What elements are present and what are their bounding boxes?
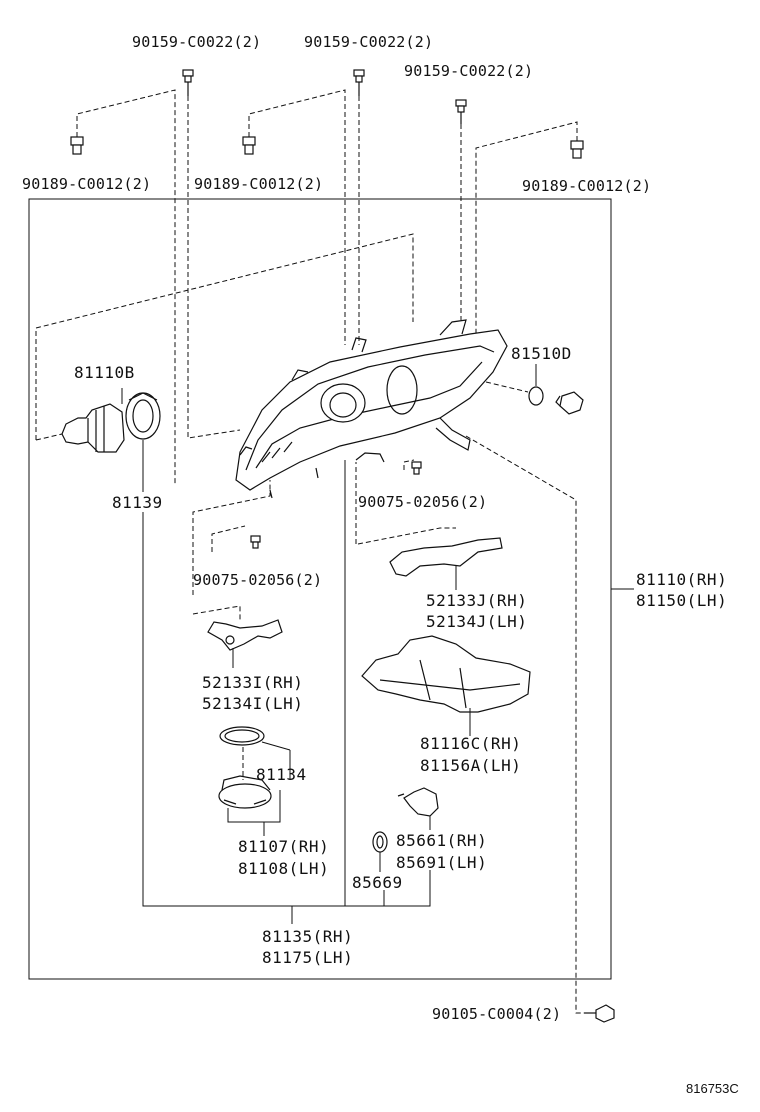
oring-85669-icon [372, 831, 388, 853]
gasket-81134-icon [219, 726, 265, 746]
clip-90189-b-icon [242, 136, 256, 155]
label-bracket-left-rh: 52133I(RH) [202, 673, 303, 692]
label-housing-lh: 81156A(LH) [420, 756, 521, 775]
bulb-socket-icon [125, 392, 161, 440]
headlamp-bulb-icon [61, 403, 125, 453]
label-cover-lh: 81108(LH) [238, 859, 329, 878]
screw-90075-right-icon [411, 461, 422, 475]
housing-81116c-icon [361, 635, 531, 713]
label-bolt-top-b: 90159-C0022(2) [304, 33, 433, 51]
leveling-motor-icon [397, 787, 439, 817]
label-bolt-top-c: 90159-C0022(2) [404, 62, 533, 80]
label-bolt-top-a: 90159-C0022(2) [132, 33, 261, 51]
bolt-90159-c-icon [455, 99, 467, 124]
label-housing-rh: 81116C(RH) [420, 734, 521, 753]
label-clip-c: 90189-C0012(2) [522, 177, 651, 195]
label-bottom-screw: 90105-C0004(2) [432, 1005, 561, 1023]
bracket-52133j-icon [389, 537, 503, 577]
label-bracket-left-lh: 52134I(LH) [202, 694, 303, 713]
label-unit-lh: 81175(LH) [262, 948, 353, 967]
clip-90189-c-icon [570, 140, 584, 159]
label-unit-rh: 81135(RH) [262, 927, 353, 946]
screw-90105-icon [584, 1004, 615, 1023]
label-clip-a: 90189-C0012(2) [22, 175, 151, 193]
label-gasket: 81134 [256, 765, 307, 784]
label-screw-right: 90075-02056(2) [358, 493, 487, 511]
label-headlamp-assy-rh: 81110(RH) [636, 570, 727, 589]
label-bracket-right-lh: 52134J(LH) [426, 612, 527, 631]
label-socket-cap: 81139 [112, 493, 163, 512]
label-bulb: 81110B [74, 363, 135, 382]
bolt-90159-a-icon [182, 69, 194, 96]
label-headlamp-assy-lh: 81150(LH) [636, 591, 727, 610]
label-screw-left: 90075-02056(2) [193, 571, 322, 589]
side-marker-bulb-icon [528, 386, 584, 415]
diagram-code: 816753C [686, 1081, 739, 1096]
label-motor-rh: 85661(RH) [396, 831, 487, 850]
screw-90075-left-icon [250, 535, 261, 549]
cover-81107-icon [218, 775, 272, 809]
clip-90189-a-icon [70, 136, 84, 155]
label-clip-b: 90189-C0012(2) [194, 175, 323, 193]
bolt-90159-b-icon [353, 69, 365, 96]
label-oring: 85669 [352, 873, 403, 892]
label-motor-lh: 85691(LH) [396, 853, 487, 872]
bracket-52133i-icon [207, 619, 283, 651]
label-cover-rh: 81107(RH) [238, 837, 329, 856]
headlamp-assembly [235, 319, 508, 499]
label-side-lamp: 81510D [511, 344, 572, 363]
label-bracket-right-rh: 52133J(RH) [426, 591, 527, 610]
